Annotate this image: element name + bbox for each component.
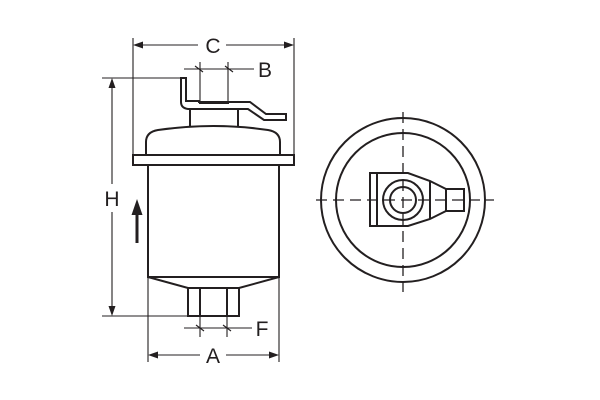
dimension-a: A bbox=[147, 278, 280, 368]
filter-body bbox=[147, 165, 280, 278]
label-c: C bbox=[205, 35, 220, 58]
label-b: B bbox=[258, 59, 272, 82]
label-f: F bbox=[256, 318, 269, 341]
outlet-nipple bbox=[187, 287, 240, 317]
label-h: H bbox=[104, 188, 119, 211]
filter-taper bbox=[147, 276, 280, 289]
side-view: C B H bbox=[102, 35, 295, 368]
mounting-bracket bbox=[180, 77, 287, 121]
filter-flange bbox=[132, 154, 295, 166]
dimension-f: F bbox=[184, 316, 268, 341]
filter-cap bbox=[145, 125, 281, 155]
dimension-b: B bbox=[184, 59, 272, 102]
dimension-h: H bbox=[102, 77, 188, 317]
flow-arrow-icon bbox=[131, 199, 143, 243]
label-a: A bbox=[206, 345, 220, 368]
top-view bbox=[316, 112, 494, 292]
inlet-top bbox=[199, 101, 229, 104]
dimension-c: C bbox=[132, 35, 295, 158]
bracket-top bbox=[369, 172, 465, 227]
